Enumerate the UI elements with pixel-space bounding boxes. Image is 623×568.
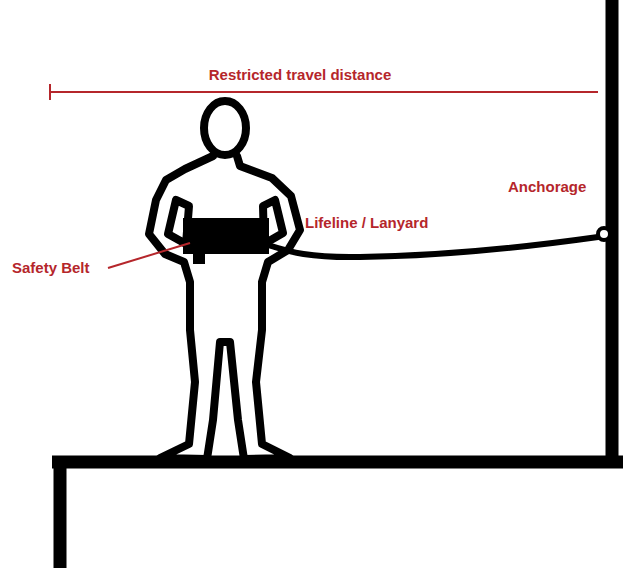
part-label: Safety Belt (12, 259, 90, 277)
leader-line (108, 243, 190, 268)
dimension-line (50, 91, 598, 93)
safety-belt (183, 218, 269, 254)
dimension-label: Restricted travel distance (209, 66, 392, 84)
body-outline (149, 156, 300, 459)
part-label: Lifeline / Lanyard (305, 214, 428, 232)
anchorage-ring (598, 228, 610, 240)
belt-buckle (193, 252, 205, 264)
dimension-tick (49, 84, 51, 100)
worker-figure (149, 101, 300, 459)
part-label: Anchorage (508, 178, 586, 196)
head (204, 101, 246, 155)
dimension-line (50, 84, 598, 100)
lifeline-lanyard (268, 237, 598, 257)
floor-edge (52, 456, 623, 568)
